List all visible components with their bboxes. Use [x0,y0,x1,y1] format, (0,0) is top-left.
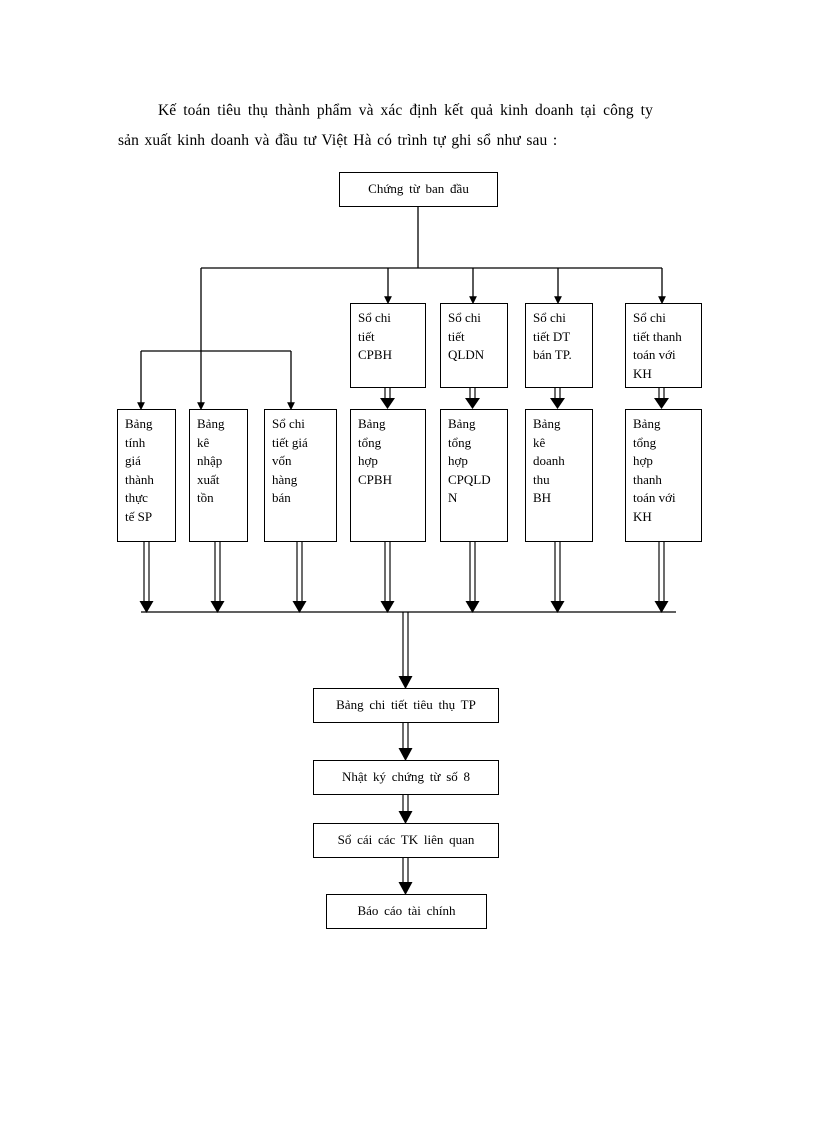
node-line: toán với [633,347,676,362]
node-line: kê [197,434,210,450]
node-line: thanh [633,471,662,487]
node-line: tồn [197,490,214,505]
node-line: Sổ chi [358,310,391,325]
node-line: Sổ chi [272,416,305,431]
node-so-chi-tiet-thanh-toan-voi-kh[interactable]: Sổ chi tiết thanh toán với KH [625,303,702,388]
node-nhat-ky-chung-tu-so-8[interactable]: Nhật ký chứng từ số 8 [313,760,499,795]
node-line: doanh [533,453,565,468]
node-line: Bảng [197,416,225,431]
node-line: hợp [448,453,468,468]
node-bang-tong-hop-cpbh[interactable]: Bảng tổng hợp CPBH [350,409,426,542]
node-line: thành [125,471,154,487]
intro-paragraph: Kế toán tiêu thụ thành phẩm và xác định … [118,96,758,156]
node-line: CPBH [358,471,392,487]
node-line: hợp [358,453,378,468]
node-line: CPQLD [448,471,491,487]
node-bao-cao-tai-chinh[interactable]: Báo cáo tài chính [326,894,487,929]
node-line: kê [533,434,546,450]
node-bang-tinh-gia-thanh-thuc-te-sp[interactable]: Bảng tính giá thành thực tế SP [117,409,176,542]
node-line: bán TP. [533,347,572,362]
node-line: vốn [272,453,292,468]
node-line: toán với [633,490,676,505]
node-line: CPBH [358,347,392,362]
node-line: BH [533,490,552,505]
node-line: Sổ chi [633,310,666,325]
node-label: Báo cáo tài chính [357,903,456,919]
node-line: QLDN [448,347,485,362]
node-line: bán [272,490,291,505]
node-line: giá [125,453,141,468]
node-line: KH [633,365,652,381]
node-label: Nhật ký chứng từ số 8 [341,769,471,785]
node-line: N [448,490,458,505]
node-so-chi-tiet-dt-ban-tp[interactable]: Sổ chi tiết DT bán TP. [525,303,593,388]
node-line: Sổ chi [448,310,481,325]
node-line: xuất [197,471,220,487]
node-line: Bảng [448,416,476,431]
node-line: hợp [633,453,653,468]
node-bang-ke-nhap-xuat-ton[interactable]: Bảng kê nhập xuất tồn [189,409,248,542]
node-line: tổng [358,434,382,450]
node-line: Bảng [633,416,661,431]
node-line: tiết giá [272,434,308,450]
node-line: Sổ chi [533,310,566,325]
node-label: Chứng từ ban đầu [368,181,469,197]
node-line: tiết [358,328,375,344]
intro-line-2: sản xuất kinh doanh và đầu tư Việt Hà có… [118,132,558,149]
node-line: tính [125,434,146,450]
node-so-cai-cac-tk-lien-quan[interactable]: Sổ cái các TK liên quan [313,823,499,858]
node-line: nhập [197,453,223,468]
node-line: tiết DT [533,328,571,344]
node-line: Bảng [533,416,561,431]
node-so-chi-tiet-cpbh[interactable]: Sổ chi tiết CPBH [350,303,426,388]
node-line: KH [633,508,652,524]
node-bang-tong-hop-thanh-toan-voi-kh[interactable]: Bảng tổng hợp thanh toán với KH [625,409,702,542]
node-bang-tong-hop-cpqldn[interactable]: Bảng tổng hợp CPQLD N [440,409,508,542]
node-line: Bảng [358,416,386,431]
node-label: Bảng chi tiết tiêu thụ TP [336,697,476,713]
node-bang-ke-doanh-thu-bh[interactable]: Bảng kê doanh thu BH [525,409,593,542]
node-line: tiết thanh [633,328,682,344]
node-chung-tu-ban-dau[interactable]: Chứng từ ban đầu [339,172,498,207]
node-line: Bảng [125,416,153,431]
node-line: thu [533,471,550,487]
node-line: tiết [448,328,465,344]
node-line: thực [125,490,148,505]
node-so-chi-tiet-qldn[interactable]: Sổ chi tiết QLDN [440,303,508,388]
node-line: tổng [448,434,472,450]
node-line: hàng [272,471,298,487]
node-bang-chi-tiet-tieu-thu-tp[interactable]: Bảng chi tiết tiêu thụ TP [313,688,499,723]
node-so-chi-tiet-gia-von-hang-ban[interactable]: Sổ chi tiết giá vốn hàng bán [264,409,337,542]
node-line: tổng [633,434,657,450]
node-label: Sổ cái các TK liên quan [337,832,475,848]
intro-line-1: Kế toán tiêu thụ thành phẩm và xác định … [158,102,653,119]
node-line: tế SP [125,508,153,524]
